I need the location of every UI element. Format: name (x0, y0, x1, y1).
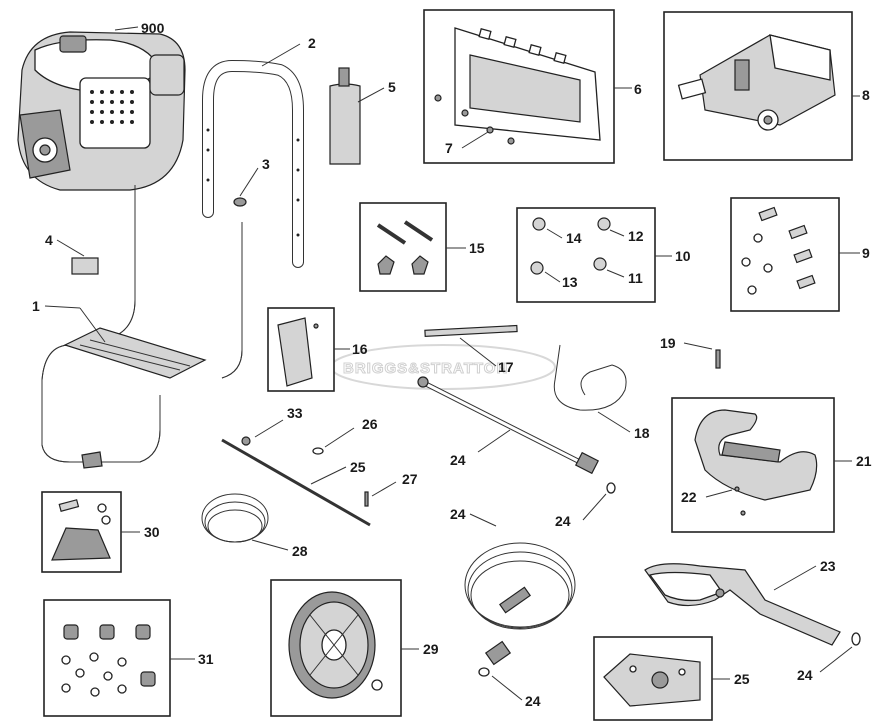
callout-nozzle-cover: 5 (388, 79, 396, 95)
handle-bolts-box (359, 202, 447, 292)
callout-hose: 24 (450, 506, 466, 522)
callout-panel: 6 (634, 81, 642, 97)
pin: 19 (660, 335, 721, 369)
callout-gun: 23 (820, 558, 836, 574)
callout-lance: 24 (450, 452, 466, 468)
wheel (288, 591, 383, 699)
callout-plug: 3 (262, 156, 270, 172)
callout-oring-gun: 24 (797, 667, 813, 683)
callout-knob-12: 12 (628, 228, 644, 244)
engine: 900 (17, 20, 186, 191)
hose-hook: 18 (553, 344, 650, 441)
hose: 24 24 (450, 506, 576, 709)
control-panel (434, 27, 601, 145)
callout-tie: 17 (498, 359, 514, 375)
callout-knob-14: 14 (566, 230, 582, 246)
lance-holder (694, 409, 818, 516)
callout-knob-kit: 10 (675, 248, 691, 264)
lance: 24 24 (417, 376, 616, 529)
callout-cotter: 27 (402, 471, 418, 487)
callout-holder-screws: 22 (681, 489, 697, 505)
svg-text:BRIGGS&STRATTON: BRIGGS&STRATTON (343, 360, 508, 377)
handle: 2 (202, 35, 316, 268)
callout-washer: 26 (362, 416, 378, 432)
callout-engine: 900 (141, 20, 165, 36)
nozzle-kit (603, 653, 701, 707)
callout-handle-bolts: 15 (469, 240, 485, 256)
callout-nozzle-kit: 25 (734, 671, 750, 687)
label-16 (277, 317, 319, 387)
callout-mounts: 31 (198, 651, 214, 667)
plug: 3 (233, 156, 270, 207)
tie: 17 (424, 324, 518, 375)
callout-oring-hose: 24 (525, 693, 541, 709)
frame: 1 (32, 185, 243, 469)
callout-foot: 30 (144, 524, 160, 540)
callout-wheel: 29 (423, 641, 439, 657)
decal: 4 (45, 232, 99, 275)
callout-handle: 2 (308, 35, 316, 51)
callout-decal: 4 (45, 232, 53, 248)
gun: 23 24 (644, 558, 861, 683)
callout-pump: 8 (862, 87, 870, 103)
pump-bolts (741, 206, 816, 295)
foot (51, 499, 111, 561)
callout-spacer: 33 (287, 405, 303, 421)
callout-pin: 19 (660, 335, 676, 351)
callout-knob-11: 11 (628, 270, 643, 286)
callout-knob-13: 13 (562, 274, 578, 290)
callout-pump-bolts: 9 (862, 245, 870, 261)
callout-label: 16 (352, 341, 368, 357)
callout-panel-screws: 7 (445, 140, 453, 156)
bolt-kit-box (730, 197, 840, 312)
pump (677, 34, 836, 131)
knob-kit (530, 217, 611, 275)
callout-frame: 1 (32, 298, 40, 314)
callout-lance-holder: 21 (856, 453, 872, 469)
callout-axle: 25 (350, 459, 366, 475)
nozzle-cover: 5 (329, 67, 396, 165)
fuel-cap-icon (59, 35, 87, 53)
siphon: 28 (201, 493, 308, 559)
axle: 33 26 25 27 (221, 405, 418, 527)
callout-oring-lance: 24 (555, 513, 571, 529)
callout-siphon: 28 (292, 543, 308, 559)
handle-bolts (376, 220, 434, 275)
callout-hose-hook: 18 (634, 425, 650, 441)
mounts (61, 624, 156, 697)
